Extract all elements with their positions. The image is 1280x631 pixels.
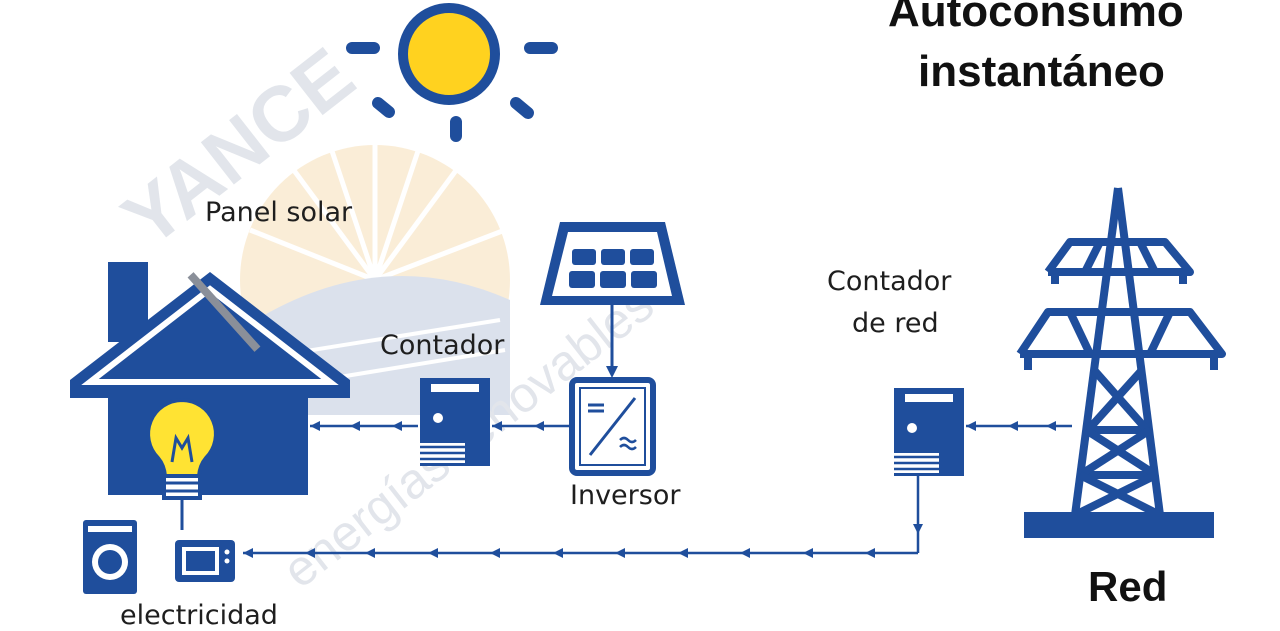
- label-contador-de-red-1: Contador: [827, 266, 952, 297]
- label-electricidad: electricidad: [120, 600, 278, 631]
- house-icon: [70, 262, 350, 495]
- transmission-tower-icon: [1016, 187, 1226, 519]
- meter-icon: [420, 378, 490, 466]
- washing-machine-icon: [83, 520, 137, 594]
- tower-base: [1024, 512, 1214, 538]
- light-bulb-icon: [146, 397, 218, 530]
- microwave-icon: [175, 540, 235, 582]
- title-line-2: instantáneo: [918, 47, 1165, 96]
- flow-arrows: [243, 421, 1072, 558]
- inverter-icon: [569, 377, 656, 476]
- solar-panel-icon: [540, 222, 685, 378]
- label-panel-solar: Panel solar: [205, 197, 353, 228]
- label-contador: Contador: [380, 330, 505, 361]
- title-line-1: Autoconsumo: [888, 0, 1184, 36]
- sun-icon: [346, 3, 558, 142]
- label-contador-de-red-2: de red: [852, 308, 939, 339]
- label-red: Red: [1088, 563, 1168, 610]
- grid-meter-icon: [894, 388, 964, 476]
- label-inversor: Inversor: [570, 480, 681, 511]
